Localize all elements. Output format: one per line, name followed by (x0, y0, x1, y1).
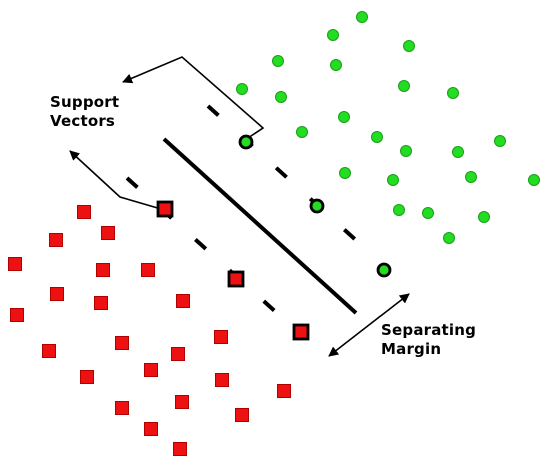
negative-point (215, 373, 229, 387)
positive-point (422, 207, 434, 219)
positive-point (296, 126, 308, 138)
positive-point (447, 87, 459, 99)
positive-point (494, 135, 506, 147)
negative-point (115, 336, 129, 350)
negative-point (144, 363, 158, 377)
negative-point (10, 308, 24, 322)
negative-point (277, 384, 291, 398)
negative-point (115, 401, 129, 415)
positive-point (338, 111, 350, 123)
support-vectors-label-line2: Vectors (50, 112, 116, 130)
negative-point (176, 294, 190, 308)
upper-margin-line (206, 104, 360, 244)
positive-point (452, 146, 464, 158)
negative-point (77, 205, 91, 219)
negative-point (96, 263, 110, 277)
negative-support-vector (227, 270, 245, 288)
positive-point (398, 80, 410, 92)
negative-point (8, 257, 22, 271)
positive-support-vector (376, 262, 392, 278)
negative-point (42, 344, 56, 358)
positive-point (327, 29, 339, 41)
positive-point (403, 40, 415, 52)
positive-point (371, 131, 383, 143)
negative-point (101, 226, 115, 240)
margin-arrow (328, 293, 410, 357)
positive-point (236, 83, 248, 95)
negative-class-points (8, 205, 291, 456)
positive-point (528, 174, 540, 186)
separating-margin-label-line2: Margin (381, 340, 442, 358)
separating-hyperplane (162, 137, 358, 315)
positive-support-vector (238, 134, 254, 150)
positive-class-points (236, 11, 540, 244)
support-vectors-label-line1: Support (50, 93, 120, 111)
separating-margin-label-line1: Separating (381, 321, 477, 339)
positive-point (339, 167, 351, 179)
negative-point (173, 442, 187, 456)
positive-point (275, 91, 287, 103)
negative-point (94, 296, 108, 310)
positive-point (393, 204, 405, 216)
positive-point (465, 171, 477, 183)
negative-point (50, 287, 64, 301)
positive-support-vector (309, 198, 325, 214)
negative-point (80, 370, 94, 384)
negative-point (144, 422, 158, 436)
support-vector-arrow-upper (122, 56, 265, 143)
support-vectors-label: Support Vectors (50, 93, 119, 131)
support-vector-points (156, 134, 392, 341)
negative-point (171, 347, 185, 361)
separating-margin-label: Separating Margin (381, 321, 476, 359)
support-vector-arrow-lower (69, 150, 162, 210)
lower-margin-line (125, 176, 279, 315)
negative-support-vector (156, 200, 174, 218)
positive-point (356, 11, 368, 23)
positive-point (443, 232, 455, 244)
negative-point (235, 408, 249, 422)
positive-point (387, 174, 399, 186)
negative-point (175, 395, 189, 409)
positive-point (478, 211, 490, 223)
negative-point (141, 263, 155, 277)
positive-point (330, 59, 342, 71)
negative-point (49, 233, 63, 247)
negative-support-vector (292, 323, 310, 341)
positive-point (400, 145, 412, 157)
positive-point (272, 55, 284, 67)
negative-point (214, 330, 228, 344)
